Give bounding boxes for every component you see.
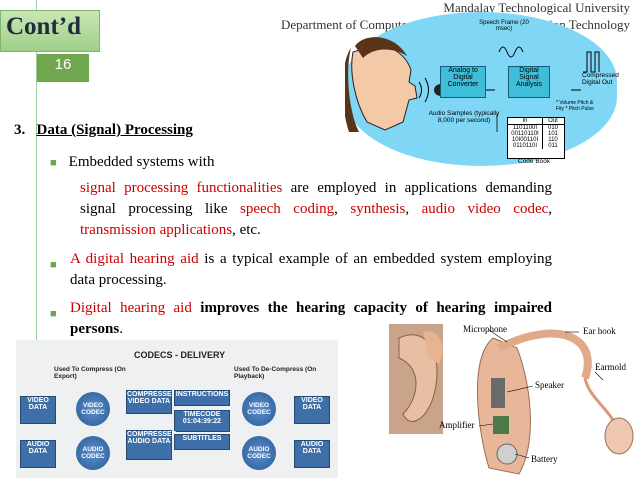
bullet3-rest: improves the hearing capacity of hearing… [70,300,552,337]
para-p6: , [405,201,422,217]
codecs-title: CODECS - DELIVERY [134,350,226,360]
cell: 010 [542,125,563,131]
right-head: Used To De-Compress (On Playback) [234,366,317,380]
code-book-label: Code Book [518,158,551,165]
para-p8: , [548,201,553,217]
adc-box: Analog to Digital Converter [440,66,486,98]
bullet3-end: . [119,321,123,337]
comp-audio: COMPRESSED AUDIO DATA [126,430,177,460]
header-university: Mandalay Technological University [443,0,630,15]
audio-samples-label: Audio Samples (typically 8,000 per secon… [428,110,500,124]
bullet2-rest: is a typical example of an embedded syst… [70,251,552,288]
slide-number-box [37,54,89,82]
col-in: In [522,118,528,124]
section-heading: 3. Data (Signal) Processing [14,122,193,139]
para-p2: are employed in applications demanding s… [80,180,553,217]
para-p3: speech coding [239,201,335,217]
adc-label: Analog to Digital Converter [447,67,479,88]
title-box [0,10,100,52]
para-p10: , etc. [232,222,261,238]
label-speaker: Speaker [535,380,564,390]
cell: 101 [542,131,563,137]
audio-data-left: AUDIO DATA [20,440,56,468]
bullet-marker-2: ■ [50,259,57,271]
bullet2-red: A digital hearing aid [70,251,199,267]
video-data-right: VIDEO DATA [294,396,330,424]
bullet3-text: Digital hearing aid improves the hearing… [70,298,552,340]
cell: 1101100I [512,125,538,131]
cell: 110 [542,137,563,143]
cell: 011 [542,143,563,149]
video-codec-right: VIDEO CODEC [242,392,276,426]
label-earmold: Earmold [595,362,626,372]
left-rule [36,0,37,478]
para-p7: audio video codec [421,201,549,217]
section-number: 3. [14,122,26,138]
bullet-marker-3: ■ [50,308,57,320]
col-out: Out [542,118,563,124]
hearing-aid-diagram: Microphone Ear hook Earmold Speaker Ampl… [389,318,638,478]
hearing-aid-drawing [389,324,634,475]
para-p4: , [334,201,351,217]
speech-frame-label: Speech Frame (20 msec) [479,20,529,32]
audio-data-right: AUDIO DATA [294,440,330,468]
dsa-label: Digital Signal Analysis [515,67,543,88]
codecs-diagram: CODECS - DELIVERY Used To Compress (On E… [16,340,338,478]
compressed-label: Compressed Digital Out [582,72,619,86]
label-amplifier: Amplifier [439,420,475,430]
label-battery: Battery [531,454,558,464]
left-head: Used To Compress (On Export) [54,366,126,380]
bullet3-red: Digital hearing aid [70,300,192,316]
video-codec-left: VIDEO CODEC [76,392,110,426]
instructions: INSTRUCTIONS [174,390,230,406]
video-data-left: VIDEO DATA [20,396,56,424]
audio-codec-right: AUDIO CODEC [242,436,276,470]
slide-title: Cont’d [6,13,82,40]
cell: 0110110I [512,143,538,149]
cell: 00110110I [511,131,539,137]
bullet2-text: A digital hearing aid is a typical examp… [70,249,552,291]
cell: 10I00110I [511,137,539,143]
section-title: Data (Signal) Processing [36,122,193,138]
bullet-marker: ■ [50,157,57,169]
para-p1: signal processing functionalities [80,180,283,196]
params-label: * Volume Pitch & Fity * Pitch Pulse [556,100,594,112]
label-ear-hook: Ear hook [583,326,616,336]
subtitles: SUBTITLES [174,434,230,450]
bullet1: ■ Embedded systems with [50,152,214,173]
bullet1-text: Embedded systems with [68,154,215,170]
timecode: TIMECODE 01:04:39:22 [174,410,230,432]
label-microphone: Microphone [463,324,507,334]
para-p9: transmission applications [80,222,233,238]
para-p5: synthesis [350,201,406,217]
slide-number: 16 [54,56,72,73]
dsa-box: Digital Signal Analysis [508,66,550,98]
paragraph-signal: signal processing functionalities are em… [80,178,552,241]
audio-codec-left: AUDIO CODEC [76,436,110,470]
comp-video: COMPRESSED VIDEO DATA [126,390,177,414]
